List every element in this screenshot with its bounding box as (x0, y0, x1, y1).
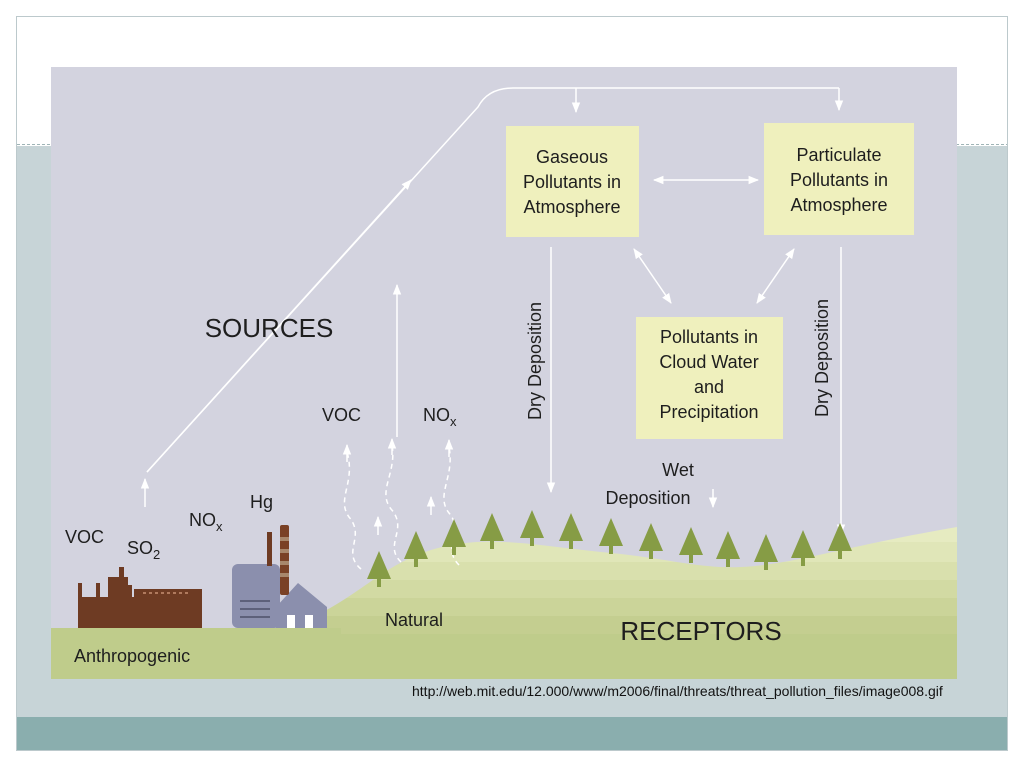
tree-icon (716, 531, 740, 567)
cloud-line-2: Cloud Water (659, 352, 758, 372)
nox-anthropogenic-label: NOx (189, 510, 223, 534)
tree-icon (404, 531, 428, 567)
gaseous-line-2: Pollutants in (523, 172, 621, 192)
slide-footer-band (17, 717, 1007, 750)
wet-deposition-line-2: Deposition (605, 488, 690, 508)
image-source-caption: http://web.mit.edu/12.000/www/m2006/fina… (412, 683, 943, 699)
anthropogenic-label: Anthropogenic (74, 646, 190, 666)
anthropogenic-ground (51, 628, 341, 679)
receptors-label: RECEPTORS (620, 616, 781, 646)
particulate-line-1: Particulate (796, 145, 881, 165)
plume-arrowheads (342, 437, 454, 535)
natural-label: Natural (385, 610, 443, 630)
cloud-line-4: Precipitation (659, 402, 758, 422)
voc-natural-label: VOC (322, 405, 361, 425)
wet-deposition-line-1: Wet (662, 460, 694, 480)
factory-icon (78, 567, 202, 628)
particulate-line-2: Pollutants in (790, 170, 888, 190)
gaseous-pollutants-box: Gaseous Pollutants in Atmosphere (506, 126, 639, 237)
gaseous-cloud-exchange (633, 248, 672, 304)
tree-icon (639, 523, 663, 559)
pollution-diagram: Gaseous Pollutants in Atmosphere Particu… (51, 67, 957, 679)
natural-emission-plumes (343, 444, 460, 570)
dry-deposition-label-right: Dry Deposition (812, 299, 832, 417)
sources-up-arrow (146, 179, 412, 473)
cloud-line-3: and (694, 377, 724, 397)
cloud-water-box: Pollutants in Cloud Water and Precipitat… (636, 317, 783, 439)
nox-natural-label: NOx (423, 405, 457, 429)
so2-label: SO2 (127, 538, 160, 562)
particulate-cloud-exchange (756, 248, 795, 304)
sources-path-arrow (146, 87, 839, 473)
tree-icon (442, 519, 466, 555)
hg-label: Hg (250, 492, 273, 512)
plume-1 (343, 451, 362, 570)
tree-icon (828, 523, 852, 559)
plume-2 (385, 444, 402, 563)
tree-icon (367, 551, 391, 587)
power-plant-icon (232, 525, 327, 628)
trees (367, 510, 852, 587)
tree-icon (679, 527, 703, 563)
tree-icon (480, 513, 504, 549)
tree-icon (599, 518, 623, 554)
tree-icon (520, 510, 544, 546)
tree-icon (559, 513, 583, 549)
gaseous-line-1: Gaseous (536, 147, 608, 167)
dry-deposition-label-left: Dry Deposition (525, 302, 545, 420)
particulate-line-3: Atmosphere (790, 195, 887, 215)
tree-icon (754, 534, 778, 570)
sources-label: SOURCES (205, 313, 334, 343)
gaseous-line-3: Atmosphere (523, 197, 620, 217)
voc-anthropogenic-label: VOC (65, 527, 104, 547)
cloud-line-1: Pollutants in (660, 327, 758, 347)
flow-arrows (140, 87, 846, 536)
tree-icon (791, 530, 815, 566)
plume-3 (443, 446, 460, 566)
particulate-pollutants-box: Particulate Pollutants in Atmosphere (764, 123, 914, 235)
